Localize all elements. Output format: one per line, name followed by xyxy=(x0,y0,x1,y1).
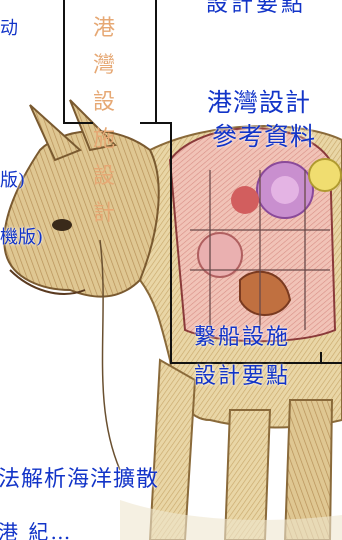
ground-shadow xyxy=(120,500,342,540)
vertical-title-char: 施 xyxy=(92,127,115,152)
donkey-head xyxy=(3,130,160,298)
pack-flower-purple-inner xyxy=(271,176,299,204)
vertical-title-char: 灣 xyxy=(92,53,115,78)
label-left-mid-1: 版) xyxy=(0,170,26,191)
donkey-ear-left xyxy=(29,104,82,162)
vertical-title-char: 設 xyxy=(92,90,115,115)
connector-line xyxy=(140,122,170,124)
pack-fruit xyxy=(239,270,292,316)
pack-flower-pink xyxy=(197,232,243,278)
donkey-leg-rear xyxy=(283,399,334,540)
connector-line xyxy=(320,352,322,364)
label-top-right: 設計要點 xyxy=(206,0,307,17)
connector-line xyxy=(63,122,93,124)
label-design-points: 設計要點 xyxy=(194,364,291,389)
pack-grid xyxy=(190,170,330,330)
vertical-title-char: 港 xyxy=(92,16,115,41)
label-reference: 參考資料 xyxy=(212,122,317,151)
donkey-mouth xyxy=(9,269,86,295)
bridle-rope xyxy=(99,239,121,471)
label-left-mid-2: 機版) xyxy=(0,227,44,248)
label-bottom-1: 法解析海洋擴散 xyxy=(0,467,160,492)
donkey-eye xyxy=(52,219,72,231)
connector-line xyxy=(63,0,65,124)
pack-flower-yellow xyxy=(308,158,342,192)
connector-line xyxy=(170,362,342,364)
connector-line xyxy=(155,0,157,124)
connector-line xyxy=(170,122,172,364)
label-bottom-2: 港 紀… xyxy=(0,520,73,540)
vertical-title-char: 設 xyxy=(92,164,115,189)
label-harbor-design: 港灣設計 xyxy=(207,88,312,117)
donkey-leg-back xyxy=(223,409,272,540)
vertical-title: 港 灣 設 施 設 計 xyxy=(89,10,119,232)
pack-flower-red xyxy=(231,186,259,214)
donkey-leg-front xyxy=(148,358,197,540)
vertical-title-char: 計 xyxy=(92,201,115,226)
label-mooring-facility: 繫船設施 xyxy=(194,325,291,350)
label-left-top: 动 xyxy=(0,18,18,39)
